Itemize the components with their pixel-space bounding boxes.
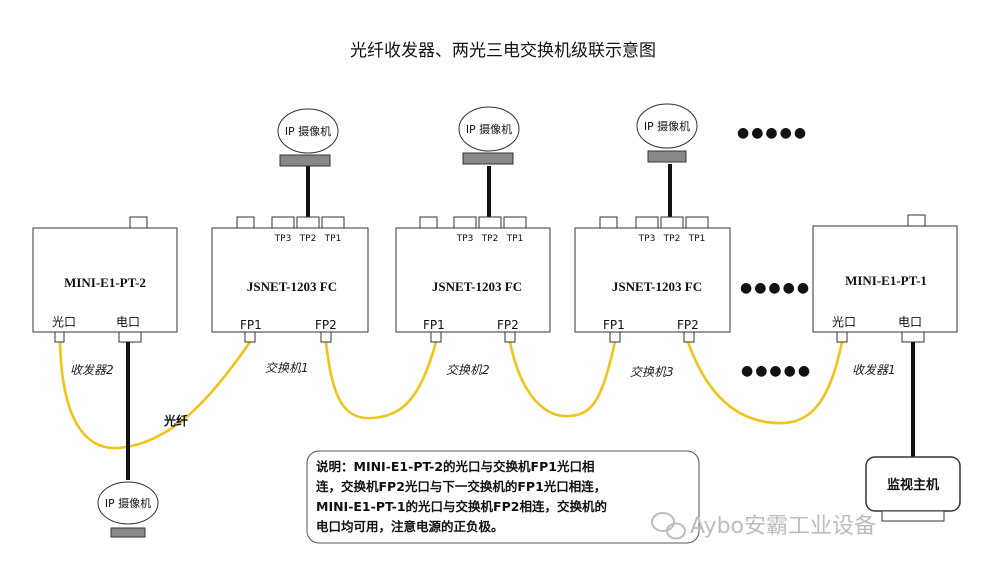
host-label: 监视主机: [887, 477, 939, 493]
electric-port: [901, 331, 925, 343]
camera-base: [110, 527, 146, 538]
diagram-title: 光纤收发器、两光三电交换机级联示意图: [350, 41, 656, 61]
fp1-label: FP1: [603, 318, 625, 332]
fp1-label: FP1: [240, 318, 262, 332]
fp2-port: [504, 331, 516, 343]
transceiver-2: − + MINI-E1-PT-2 光口 电口 收发器2: [32, 216, 178, 377]
note-line-1: 说明：MINI-E1-PT-2的光口与交换机FP1光口相: [316, 459, 594, 474]
note-line-2: 连，交换机FP2光口与下一交换机的FP1光口相连，: [316, 479, 606, 494]
fp1-port: [244, 331, 256, 343]
watermark-text: Aybo安霸工业设备: [690, 514, 876, 539]
transceiver-1-body: [812, 225, 958, 333]
fp2-label: FP2: [677, 318, 699, 332]
fiber-link-t2-sw1: [58, 341, 252, 450]
rj45-port-tp1: [685, 216, 709, 229]
rj45-port-tp2: [296, 216, 320, 229]
more-switches-ellipsis: ●●●●●: [740, 280, 811, 296]
switch-model: JSNET-1203 FC: [432, 279, 522, 294]
power-connector: [129, 216, 148, 229]
description-note: 说明：MINI-E1-PT-2的光口与交换机FP1光口相 连，交换机FP2光口与…: [306, 450, 700, 544]
switch-body: [211, 227, 369, 333]
tp2-label: TP2: [299, 234, 317, 244]
fp1-port: [430, 331, 442, 343]
power-connector: [907, 214, 926, 227]
fiber-port: [836, 331, 848, 343]
ip-camera: IP 摄像机: [97, 481, 159, 538]
rj45-port-tp1: [503, 216, 527, 229]
note-line-3: MINI-E1-PT-1的光口与交换机FP2相连，交换机的: [316, 499, 607, 514]
transceiver-1-caption: 收发器1: [852, 363, 896, 377]
fp2-port: [683, 331, 695, 343]
rj45-port-tp2: [478, 216, 502, 229]
switch-body: [395, 227, 551, 333]
tp1-label: TP1: [688, 234, 706, 244]
fiber-port-label: 光口: [52, 315, 76, 329]
transceiver-1: − + MINI-E1-PT-1 光口 电口 收发器1: [812, 214, 958, 377]
rj45-port-tp1: [321, 216, 345, 229]
fiber-link-sw2-sw3: [508, 341, 617, 418]
fiber-port: [54, 331, 65, 343]
more-links-ellipsis: ●●●●●: [741, 363, 812, 379]
switch-body: [574, 227, 731, 333]
monitor-host: 监视主机: [865, 456, 961, 522]
rj45-port-tp3: [271, 216, 295, 229]
note-box: [306, 450, 700, 544]
fp1-port: [609, 331, 621, 343]
switch-model: JSNET-1203 FC: [612, 279, 702, 294]
wechat-icon: [651, 512, 686, 540]
tp3-label: TP3: [638, 234, 656, 244]
fp2-label: FP2: [497, 318, 519, 332]
fp1-label: FP1: [423, 318, 445, 332]
camera-base: [462, 152, 514, 165]
switch-1: IP 摄像机 − + TP3 TP2 TP1 JSNET-1203 FC FP1…: [211, 108, 369, 375]
more-cameras-ellipsis: ●●●●●: [737, 125, 808, 141]
host-stand: [881, 510, 945, 522]
switch-caption: 交换机3: [630, 365, 674, 379]
tp3-label: TP3: [456, 234, 474, 244]
fiber-link-sw1-sw2: [324, 341, 438, 420]
electric-port-label: 电口: [116, 315, 140, 329]
fiber-links: [58, 341, 844, 450]
fiber-label: 光纤: [163, 413, 188, 428]
camera-body: [97, 481, 159, 525]
power-connector: [599, 216, 618, 229]
transceiver-2-caption: 收发器2: [70, 363, 114, 377]
note-line-4: 电口均可用，注意电源的正负极。: [316, 519, 504, 534]
camera-body: [458, 106, 520, 152]
switch-caption: 交换机1: [265, 361, 309, 375]
tp2-label: TP2: [481, 234, 499, 244]
camera-label: IP 摄像机: [285, 124, 331, 138]
electric-port-label: 电口: [898, 315, 922, 329]
switch-3: IP 摄像机 − + TP3 TP2 TP1 JSNET-1203 FC FP1…: [574, 103, 731, 379]
camera-body: [636, 103, 698, 149]
switch-model: JSNET-1203 FC: [247, 279, 337, 294]
tp1-label: TP1: [506, 234, 524, 244]
power-connector: [236, 216, 255, 229]
fp2-label: FP2: [315, 318, 337, 332]
tp2-label: TP2: [663, 234, 681, 244]
camera-body: [277, 108, 339, 154]
camera-label: IP 摄像机: [466, 122, 512, 136]
fp2-port: [320, 331, 332, 343]
rj45-port-tp3: [453, 216, 477, 229]
rj45-port-tp3: [635, 216, 659, 229]
power-connector: [419, 216, 438, 229]
camera-base: [279, 154, 331, 167]
camera-label: IP 摄像机: [644, 119, 690, 133]
tp1-label: TP1: [324, 234, 342, 244]
fiber-link-sw3-t1: [686, 341, 844, 425]
switch-caption: 交换机2: [446, 363, 490, 377]
transceiver-1-model: MINI-E1-PT-1: [845, 273, 927, 288]
tp3-label: TP3: [274, 234, 292, 244]
electric-port: [118, 331, 142, 343]
rj45-port-tp2: [660, 216, 684, 229]
camera-base: [647, 150, 687, 163]
watermark: Aybo安霸工业设备: [651, 512, 876, 540]
switch-2: IP 摄像机 − + TP3 TP2 TP1 JSNET-1203 FC FP1…: [395, 106, 551, 377]
camera-label: IP 摄像机: [105, 496, 151, 510]
transceiver-2-model: MINI-E1-PT-2: [64, 275, 146, 290]
fiber-port-label: 光口: [832, 315, 856, 329]
transceiver-2-body: [32, 227, 178, 333]
